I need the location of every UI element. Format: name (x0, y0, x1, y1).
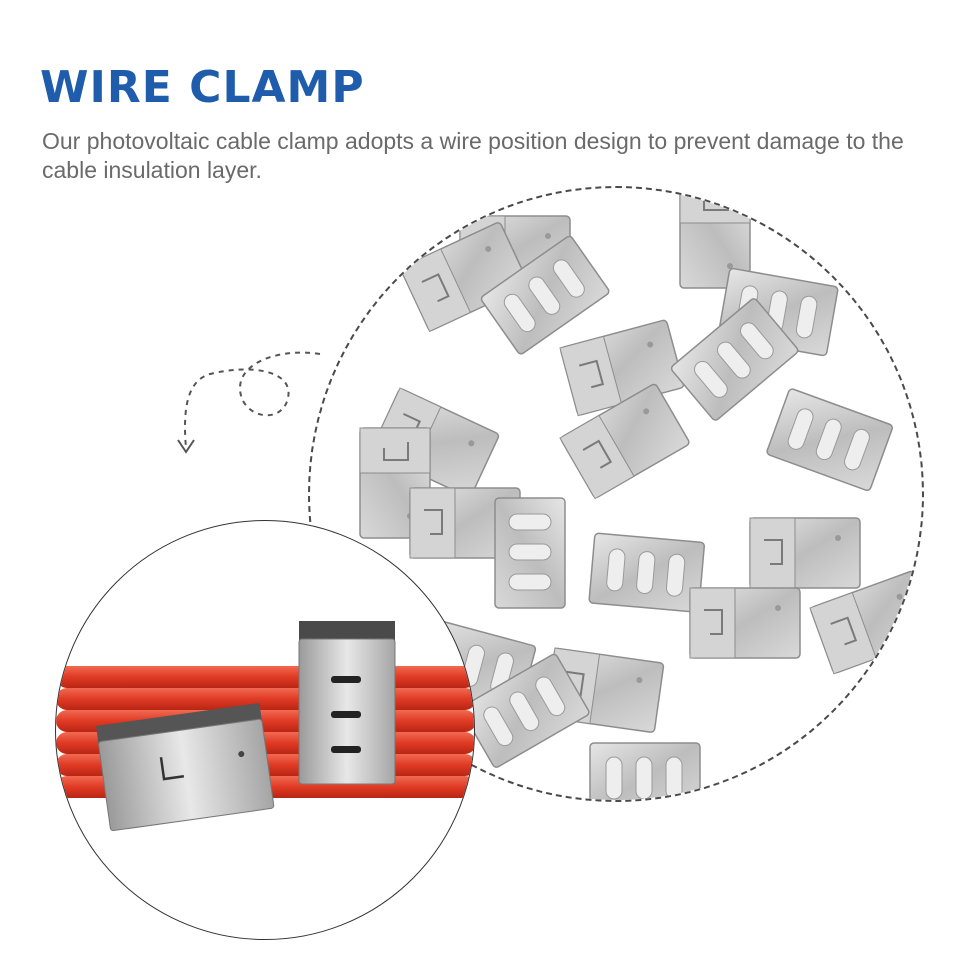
dashed-curved-arrow-icon (177, 351, 321, 454)
clamps-on-cables-image (55, 520, 475, 940)
page-title: WIRE CLAMP (40, 62, 365, 113)
clamps-on-cables-drawing (56, 621, 474, 832)
description-text: Our photovoltaic cable clamp adopts a wi… (42, 128, 904, 183)
